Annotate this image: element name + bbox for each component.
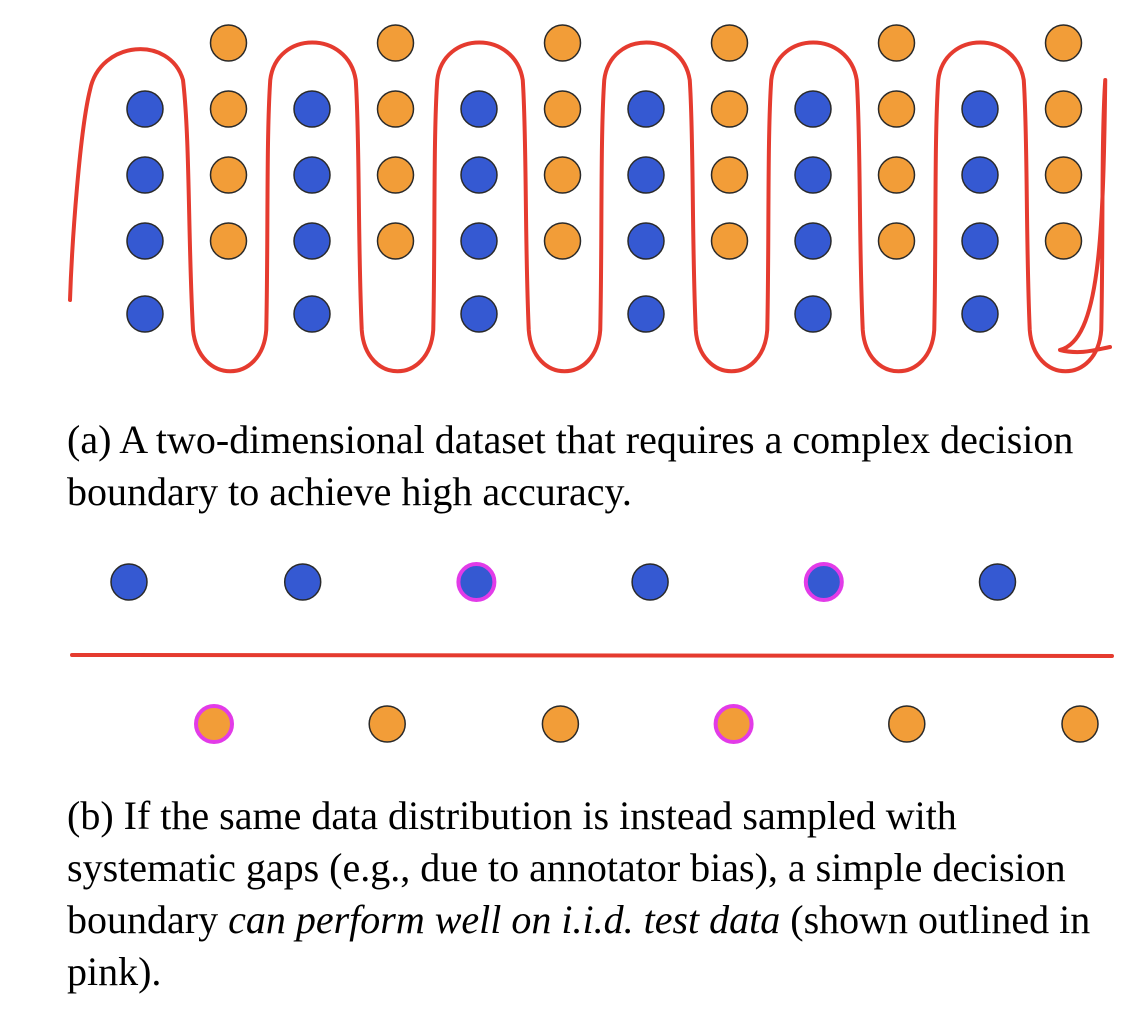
orange-point (1061, 705, 1099, 743)
blue-point (460, 156, 498, 194)
blue-point (293, 295, 331, 333)
blue-point (126, 90, 164, 128)
orange-point (877, 222, 916, 260)
caption-b-text: (b) If the same data distribution is ins… (67, 793, 1066, 942)
caption-b-italic: can perform well on i.i.d. test data (228, 897, 781, 942)
blue-point (627, 156, 665, 194)
test-point-orange (194, 704, 234, 744)
caption-b: (b) If the same data distribution is ins… (67, 790, 1127, 998)
orange-point (541, 705, 580, 743)
blue-point (126, 295, 164, 333)
orange-point (376, 90, 415, 128)
orange-point (209, 24, 248, 62)
blue-point (978, 563, 1017, 601)
blue-point (293, 156, 331, 194)
orange-point (710, 156, 749, 194)
orange-point (368, 705, 406, 743)
blue-point (794, 90, 832, 128)
blue-point (961, 90, 999, 128)
orange-point (1044, 90, 1083, 128)
test-point-blue (456, 562, 497, 602)
blue-point (961, 156, 999, 194)
orange-point (376, 24, 415, 62)
orange-point (543, 90, 582, 128)
points-bottom-row (194, 704, 1099, 744)
orange-point (543, 222, 582, 260)
orange-point (543, 156, 582, 194)
orange-point (209, 156, 248, 194)
blue-point (961, 222, 999, 260)
caption-b-end: (shown outlined in pink). (67, 897, 1091, 994)
orange-point (1044, 222, 1083, 260)
blue-point (293, 222, 331, 260)
complex-decision-boundary (68, 40, 1112, 374)
blue-point (961, 295, 999, 333)
points-group-a (126, 24, 1083, 333)
test-point-blue (803, 562, 844, 602)
blue-point (110, 563, 148, 601)
orange-point (543, 24, 582, 62)
blue-point (627, 222, 665, 260)
blue-point (627, 90, 665, 128)
orange-point (1044, 24, 1083, 62)
blue-point (460, 295, 498, 333)
blue-point (460, 222, 498, 260)
blue-point (283, 563, 322, 601)
orange-point (376, 222, 415, 260)
simple-decision-boundary (70, 653, 1114, 658)
caption-a: (a) A two-dimensional dataset that requi… (67, 417, 1074, 514)
blue-point (126, 156, 164, 194)
blue-point (794, 295, 832, 333)
orange-point (877, 24, 916, 62)
orange-point (877, 156, 916, 194)
diagram-simple-boundary (70, 562, 1114, 744)
orange-point (376, 156, 415, 194)
orange-point (710, 24, 749, 62)
orange-point (1044, 156, 1083, 194)
test-point-orange (713, 704, 754, 744)
blue-point (794, 156, 832, 194)
blue-point (293, 90, 331, 128)
orange-point (888, 705, 926, 743)
orange-point (209, 222, 248, 260)
orange-point (710, 222, 749, 260)
orange-point (209, 90, 248, 128)
blue-point (460, 90, 498, 128)
blue-point (631, 563, 669, 601)
blue-point (627, 295, 665, 333)
blue-point (794, 222, 832, 260)
orange-point (710, 90, 749, 128)
blue-point (126, 222, 164, 260)
points-top-row (110, 562, 1017, 602)
diagram-complex-boundary (68, 24, 1112, 374)
orange-point (877, 90, 916, 128)
